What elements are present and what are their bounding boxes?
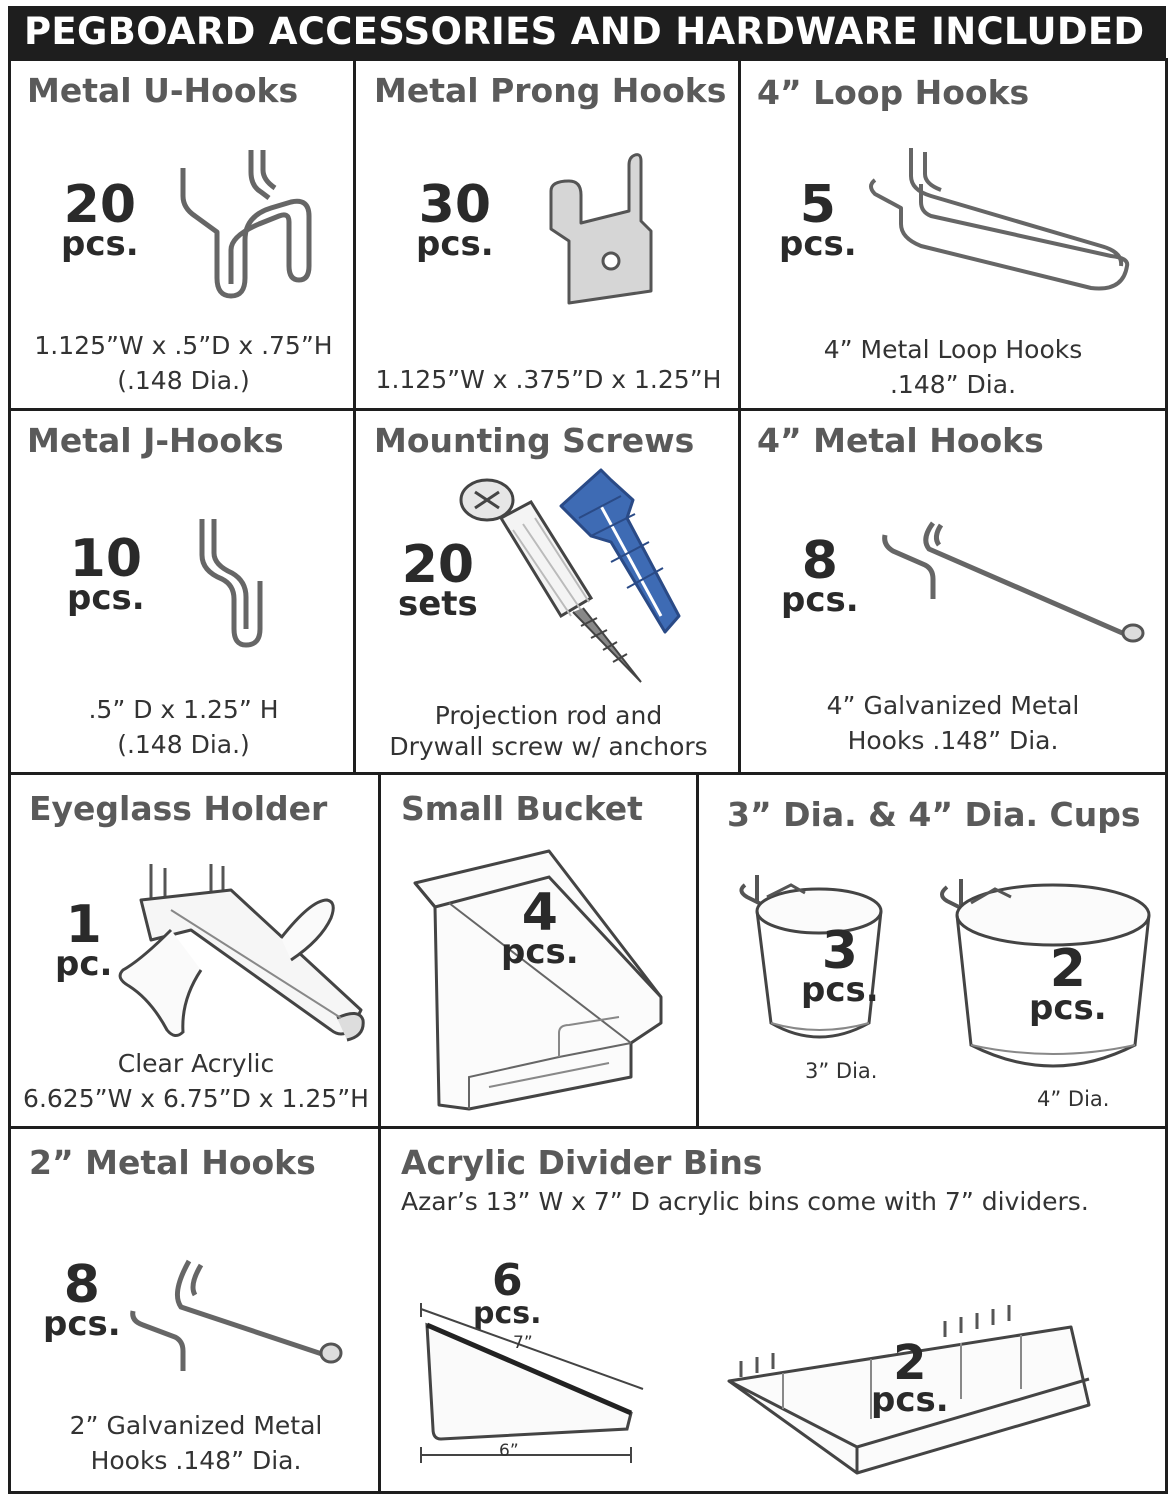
item-title: 3” Dia. & 4” Dia. Cups <box>727 795 1141 834</box>
item-title: Mounting Screws <box>374 421 695 460</box>
eyeglass-holder-icon <box>118 864 365 1042</box>
page-banner: PEGBOARD ACCESSORIES AND HARDWARE INCLUD… <box>8 6 1166 58</box>
cell-divider-bins: Acrylic Divider Bins Azar’s 13” W x 7” D… <box>381 1129 1165 1491</box>
j-hook-icon <box>199 519 263 648</box>
divider-panel-icon <box>420 1303 644 1463</box>
u-hook-icon <box>180 150 312 299</box>
cup-icon <box>940 879 1151 1068</box>
item-title: 2” Metal Hooks <box>29 1143 316 1182</box>
item-title: 4” Loop Hooks <box>757 73 1030 112</box>
item-subtitle: Azar’s 13” W x 7” D acrylic bins come wi… <box>401 1187 1089 1216</box>
item-title: Small Bucket <box>401 789 643 828</box>
divider-bin-icon <box>727 1305 1091 1475</box>
item-description: 1.125”W x .5”D x .75”H(.148 Dia.) <box>34 331 333 395</box>
item-title: Metal U-Hooks <box>27 71 299 110</box>
bucket-icon <box>413 849 663 1111</box>
item-description: 1.125”W x .375”D x 1.25”H <box>375 365 722 394</box>
dimension-label: 7” <box>513 1333 533 1353</box>
item-title: Eyeglass Holder <box>29 789 328 828</box>
loop-hook-icon <box>869 148 1130 291</box>
prong-hook-icon <box>549 153 653 305</box>
item-title: Acrylic Divider Bins <box>401 1143 763 1182</box>
screw-anchor-icon <box>459 468 681 683</box>
cup-label: 3” Dia. <box>805 1059 878 1083</box>
cup-label: 4” Dia. <box>1037 1087 1110 1111</box>
item-description: 4” Metal Loop Hooks.148” Dia. <box>823 335 1083 399</box>
metal-hook-icon <box>130 1259 343 1371</box>
item-description: .5” D x 1.25” H(.148 Dia.) <box>88 695 279 759</box>
cup-icon <box>739 875 883 1039</box>
metal-hook-icon <box>882 521 1145 643</box>
dimension-label: 6” <box>499 1441 519 1461</box>
item-title: Metal J-Hooks <box>27 421 284 460</box>
item-title: Metal Prong Hooks <box>374 71 727 110</box>
item-title: 4” Metal Hooks <box>757 421 1044 460</box>
